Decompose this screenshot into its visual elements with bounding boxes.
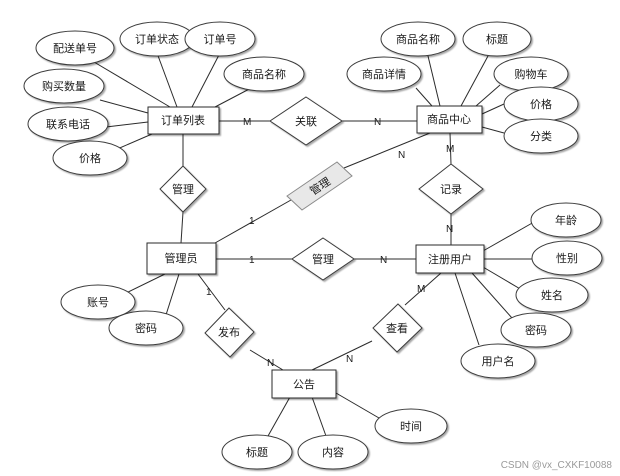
attribute-product-price[interactable]: 价格 — [503, 86, 579, 122]
entity-notice[interactable]: 公告 — [271, 369, 337, 399]
attribute-label: 年龄 — [555, 213, 577, 227]
relationship-user-notice-label: 查看 — [386, 321, 408, 335]
attribute-label: 时间 — [400, 420, 422, 433]
cardinality-label: N — [380, 255, 387, 266]
entity-admin-label: 管理员 — [165, 251, 198, 265]
attribute-label: 联系电话 — [46, 118, 90, 131]
attribute-label: 订单状态 — [135, 32, 179, 46]
attribute-label: 价格 — [530, 97, 552, 111]
cardinality-label: M — [446, 144, 454, 155]
relationship-admin-products[interactable]: 管理 — [286, 161, 353, 211]
attribute-order-product-name[interactable]: 商品名称 — [223, 56, 305, 92]
attribute-order-delivery-no[interactable]: 配送单号 — [35, 30, 115, 66]
relationship-order-product[interactable]: 关联 — [269, 96, 343, 146]
attribute-admin-password[interactable]: 密码 — [108, 310, 184, 346]
relationship-admin-orders-label: 管理 — [172, 182, 194, 196]
connector-lines — [93, 52, 548, 437]
cardinality-label: M — [243, 117, 251, 128]
entity-product-center-label: 商品中心 — [427, 112, 471, 126]
attribute-label: 商品名称 — [242, 67, 286, 81]
attribute-product-title[interactable]: 标题 — [462, 21, 532, 57]
entity-product-center[interactable]: 商品中心 — [416, 105, 483, 134]
relationship-user-notice[interactable]: 查看 — [372, 303, 423, 353]
attribute-user-age[interactable]: 年龄 — [530, 202, 602, 238]
relationship-admin-users-label: 管理 — [312, 252, 334, 266]
attribute-notice-time[interactable]: 时间 — [374, 408, 448, 444]
relationship-user-product[interactable]: 记录 — [418, 163, 484, 215]
attribute-admin-account[interactable]: 账号 — [60, 284, 136, 320]
cardinality-label: N — [346, 354, 353, 365]
attribute-user-gender[interactable]: 性别 — [531, 240, 603, 276]
attribute-label: 商品详情 — [362, 67, 406, 81]
relationship-admin-users[interactable]: 管理 — [291, 237, 355, 281]
attribute-product-category[interactable]: 分类 — [503, 118, 579, 154]
relationship-admin-notice[interactable]: 发布 — [204, 307, 255, 358]
cardinality-label: N — [267, 358, 274, 369]
attribute-product-detail[interactable]: 商品详情 — [346, 56, 422, 92]
attribute-label: 用户名 — [482, 354, 515, 368]
attribute-label: 性别 — [556, 251, 578, 265]
attribute-user-username[interactable]: 用户名 — [460, 343, 536, 379]
attribute-product-cart[interactable]: 购物车 — [493, 56, 569, 92]
attribute-label: 订单号 — [204, 33, 237, 46]
attribute-label: 标题 — [246, 445, 268, 459]
attribute-order-phone[interactable]: 联系电话 — [27, 106, 109, 142]
watermark-text: CSDN @vx_CXKF10088 — [501, 460, 613, 471]
cardinality-label: 1 — [249, 216, 255, 227]
attribute-user-name[interactable]: 姓名 — [515, 277, 589, 313]
attribute-label: 密码 — [525, 323, 547, 337]
attribute-label: 内容 — [322, 445, 344, 459]
attribute-order-price[interactable]: 价格 — [52, 140, 128, 176]
attribute-notice-title[interactable]: 标题 — [221, 434, 293, 470]
entity-order-list-label: 订单列表 — [161, 113, 205, 127]
attribute-product-name[interactable]: 商品名称 — [380, 21, 456, 57]
cardinality-labels: M N 1 N 1 N M N 1 N M N — [206, 117, 454, 369]
attribute-user-password[interactable]: 密码 — [500, 312, 572, 348]
attribute-label: 配送单号 — [53, 41, 97, 55]
entity-order-list[interactable]: 订单列表 — [147, 106, 220, 135]
relationship-order-product-label: 关联 — [295, 114, 317, 128]
attribute-label: 标题 — [486, 32, 508, 46]
attribute-order-quantity[interactable]: 购买数量 — [23, 68, 105, 104]
attribute-label: 分类 — [530, 129, 552, 143]
attribute-label: 价格 — [79, 151, 101, 165]
cardinality-label: 1 — [249, 255, 255, 266]
attribute-order-status[interactable]: 订单状态 — [119, 21, 195, 57]
cardinality-label: N — [398, 150, 405, 161]
attribute-label: 姓名 — [541, 288, 563, 302]
attribute-label: 密码 — [135, 321, 157, 335]
cardinality-label: M — [417, 284, 425, 295]
attribute-label: 购物车 — [515, 67, 548, 81]
attribute-notice-content[interactable]: 内容 — [297, 434, 369, 470]
relationship-admin-notice-label: 发布 — [218, 325, 240, 339]
entity-admin[interactable]: 管理员 — [146, 242, 217, 275]
attribute-order-no[interactable]: 订单号 — [184, 21, 256, 57]
attribute-label: 账号 — [87, 296, 109, 309]
cardinality-label: 1 — [206, 287, 212, 298]
entity-registered-user[interactable]: 注册用户 — [415, 244, 485, 274]
relationship-user-product-label: 记录 — [440, 183, 462, 196]
attribute-label: 商品名称 — [396, 32, 440, 46]
entity-notice-label: 公告 — [293, 378, 315, 391]
cardinality-label: N — [374, 117, 381, 128]
attribute-label: 购买数量 — [42, 79, 86, 93]
relationship-admin-orders[interactable]: 管理 — [159, 165, 207, 213]
entity-registered-user-label: 注册用户 — [428, 252, 472, 266]
cardinality-label: N — [446, 224, 453, 235]
